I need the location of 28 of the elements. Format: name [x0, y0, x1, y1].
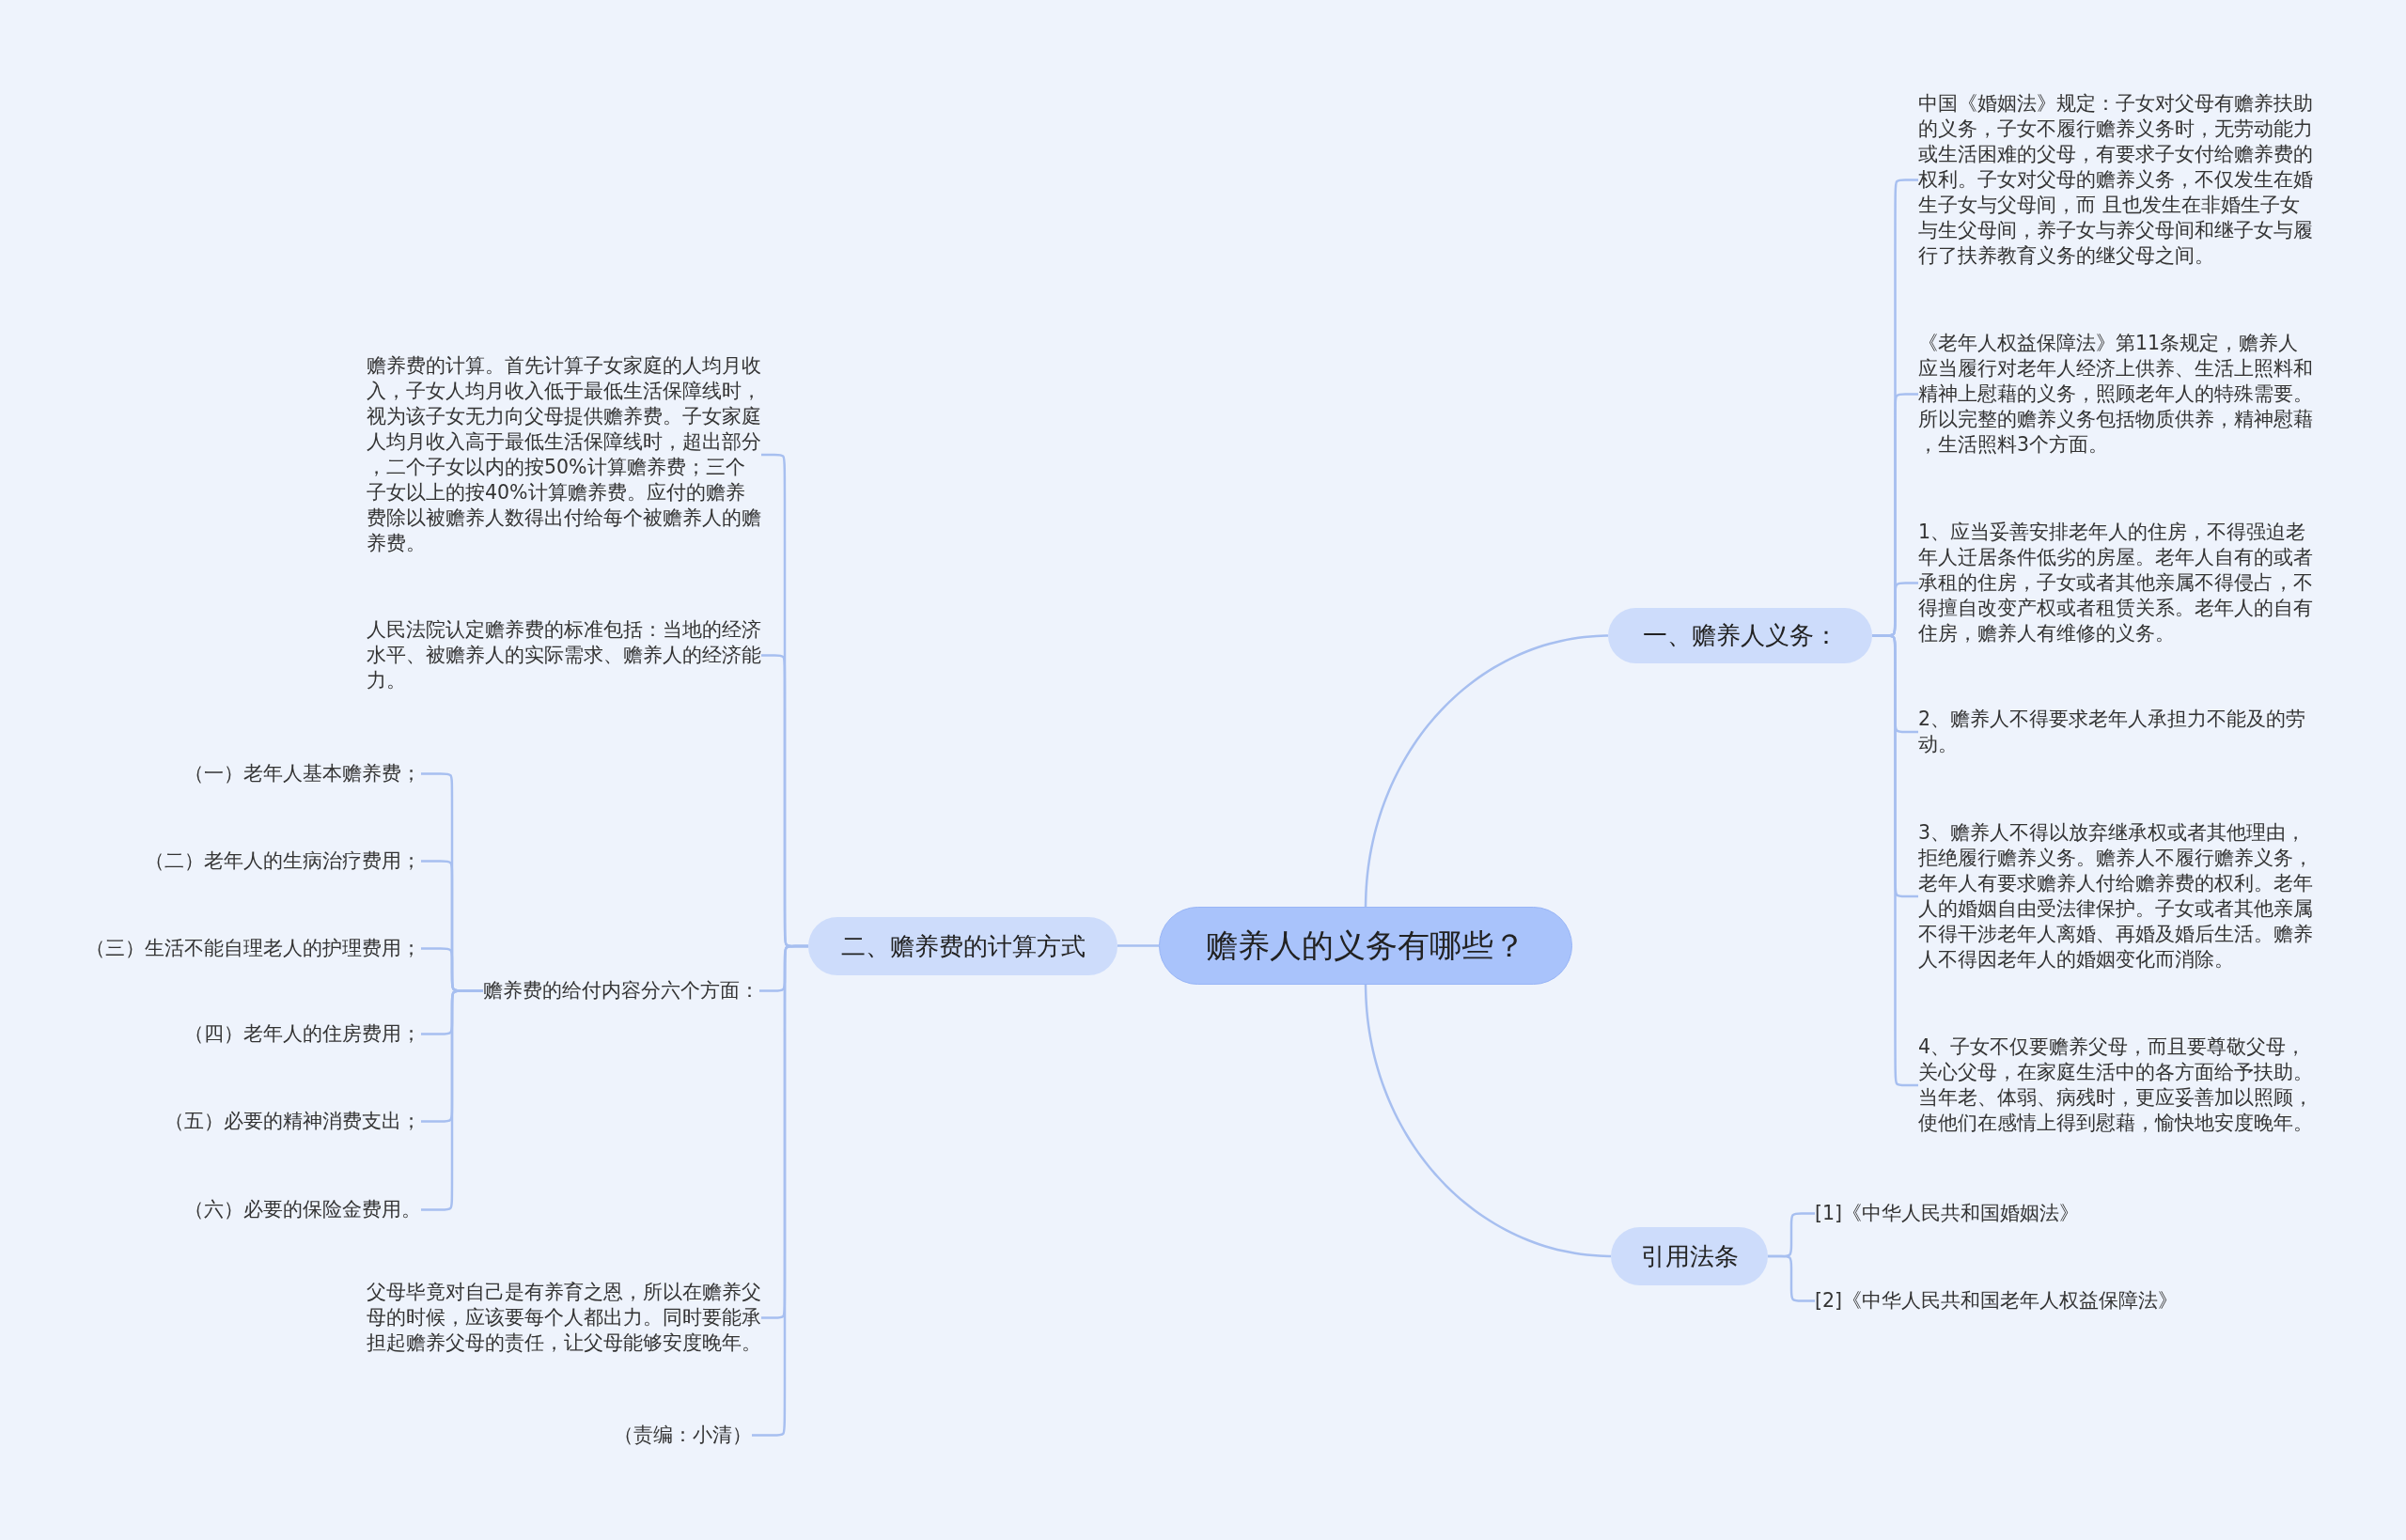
- connector-line: [752, 944, 808, 1437]
- note-text: 赡养费的计算。首先计算子女家庭的人均月收入，子女人均月收入低于最低生活保障线时，视为该子女无力向父母提供赡养费。子女家庭人均月收入高于最低生活保障线时，超出部分，二个子女以内的按50%计算赡养费；三个子女以上的按40%计算赡养费。应付的赡养费除以被赡养人数得出付给每个被赡养人的赡养费。: [367, 353, 761, 556]
- connector-line: [1364, 984, 1612, 1258]
- note-text: 中国《婚姻法》规定：子女对父母有赡养扶助的义务，子女不履行赡养义务时，无劳动能力或生活困难的父母，有要求子女付给赡养费的权利。子女对父母的赡养义务，不仅发生在婚生子女与父母间，而 且也发生在非婚生子女与生父母间，养子女与养父母间和继子女与履行了扶养教育义务的继父母之间。: [1918, 91, 2313, 269]
- note-text: 2、赡养人不得要求老年人承担力不能及的劳动。: [1918, 707, 2313, 757]
- note-text: 3、赡养人不得以放弃继承权或者其他理由，拒绝履行赡养义务。赡养人不履行赡养义务，老年人有要求赡养人付给赡养费的权利。老年人的婚姻自由受法律保护。子女或者其他亲属不得干涉老年人离婚、再婚及婚后生活。赡养人不得因老年人的婚姻变化而消除。: [1918, 820, 2313, 972]
- note-text: 1、应当妥善安排老年人的住房，不得强迫老年人迁居条件低劣的房屋。老年人自有的或者承租的住房，子女或者其他亲属不得侵占，不得擅自改变产权或者租赁关系。老年人的自有住房，赡养人有维修的义务。: [1918, 520, 2313, 646]
- connector-line: [1768, 1254, 1815, 1302]
- reference-text: [2]《中华人民共和国老年人权益保障法》: [1815, 1288, 2179, 1314]
- note-text: 人民法院认定赡养费的标准包括：当地的经济水平、被赡养人的实际需求、赡养人的经济能力。: [367, 617, 761, 693]
- branch-topic: 二、赡养费的计算方式: [808, 917, 1117, 975]
- branch-topic: 引用法条: [1611, 1227, 1768, 1285]
- list-item-text: （四）老年人的住房费用；: [184, 1021, 421, 1047]
- list-item-text: （二）老年人的生病治疗费用；: [145, 848, 421, 874]
- connector-line: [1364, 634, 1609, 908]
- connector-line: [1117, 944, 1159, 947]
- note-text: 4、子女不仅要赡养父母，而且要尊敬父母，关心父母，在家庭生活中的各方面给予扶助。当年老、体弱、病残时，更应妥善加以照顾，使他们在感情上得到慰藉，愉快地安度晚年。: [1918, 1034, 2313, 1136]
- central-topic: 赡养人的义务有哪些？: [1159, 907, 1572, 985]
- list-item-text: （五）必要的精神消费支出；: [164, 1109, 421, 1134]
- note-text: 《老年人权益保障法》第11条规定，赡养人应当履行对老年人经济上供养、生活上照料和精神上慰藉的义务，照顾老年人的特殊需要。所以完整的赡养义务包括物质供养，精神慰藉，生活照料3个方面。: [1918, 331, 2313, 458]
- list-item-text: （一）老年人基本赡养费；: [184, 761, 421, 786]
- list-item-text: （三）生活不能自理老人的护理费用；: [86, 936, 421, 961]
- subtopic-text: 赡养费的给付内容分六个方面：: [483, 978, 759, 1003]
- branch-topic: 一、赡养人义务：: [1608, 608, 1872, 663]
- list-item-text: （六）必要的保险金费用。: [184, 1197, 421, 1222]
- note-text: 父母毕竟对自己是有养育之恩，所以在赡养父母的时候，应该要每个人都出力。同时要能承担起赡养父母的责任，让父母能够安度晚年。: [367, 1280, 761, 1356]
- reference-text: [1]《中华人民共和国婚姻法》: [1815, 1201, 2080, 1226]
- list-item-text: （责编：小清）: [614, 1423, 752, 1448]
